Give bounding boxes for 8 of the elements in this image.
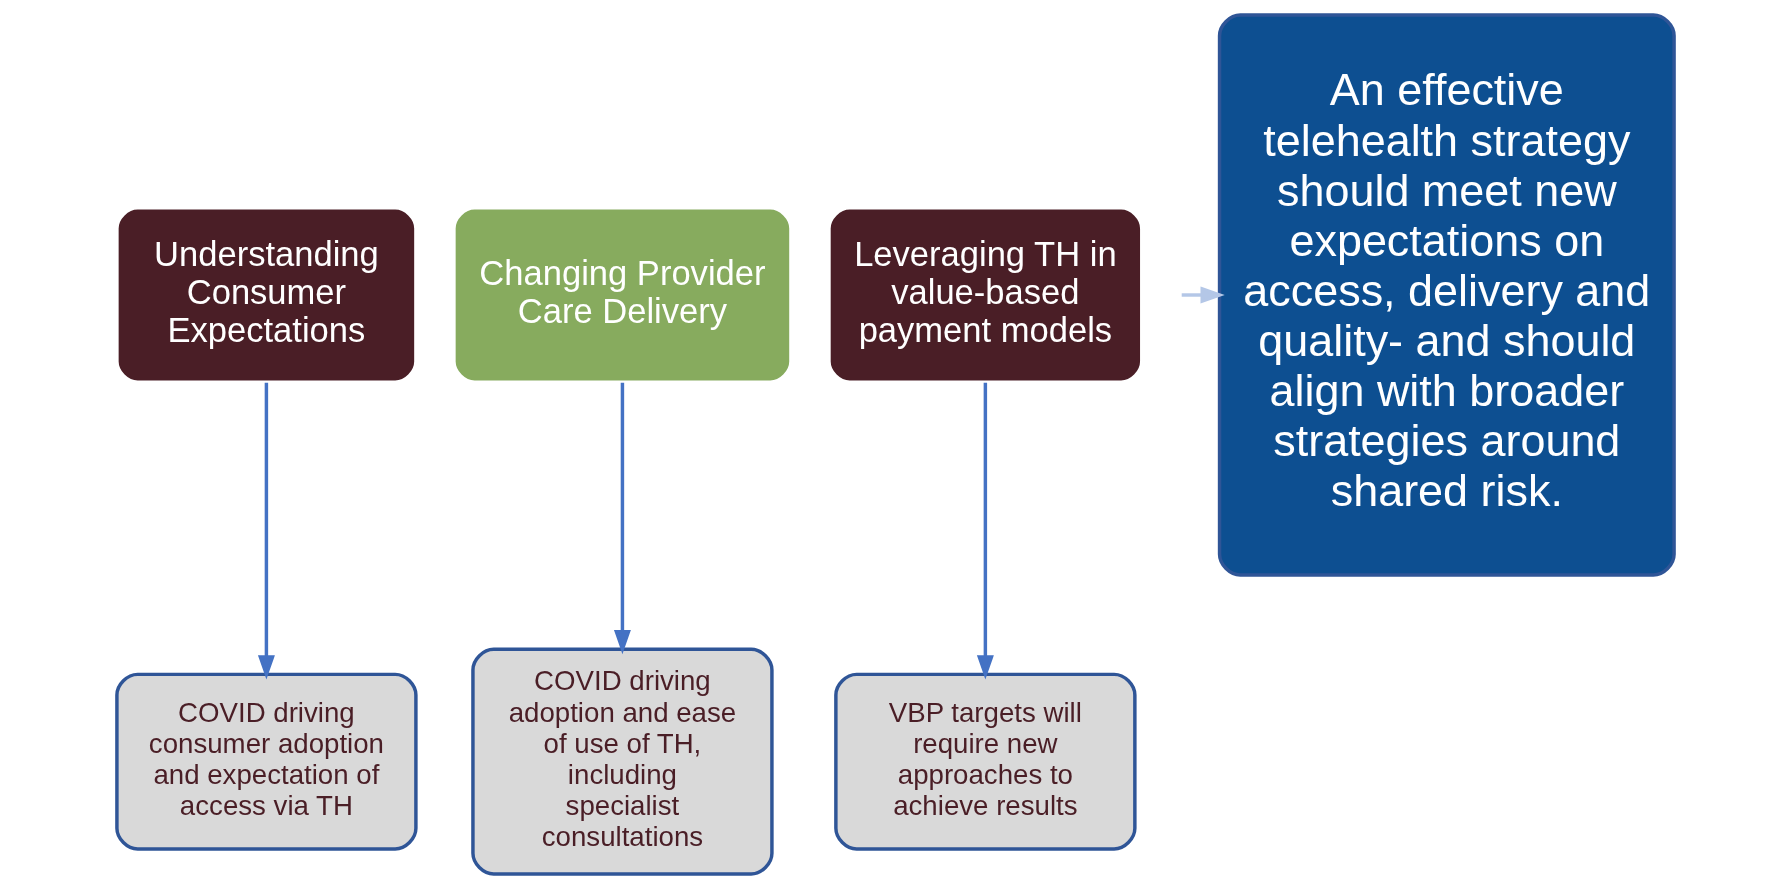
arrow — [613, 382, 631, 655]
node-box: COVID driving consumer adoption and expectation of access via TH — [114, 672, 418, 851]
arrow — [257, 382, 275, 680]
arrow — [1181, 286, 1225, 304]
node-box: VBP targets will require new approaches to achieve results — [833, 672, 1137, 851]
node-box: COVID driving adoption and ease of use of TH, including specialist consultations — [470, 647, 774, 876]
node-box: An effective telehealth strategy should meet new expectations on access, delivery and quality- and should align with broader strategies around shared risk. — [1217, 13, 1676, 577]
arrow — [976, 382, 994, 680]
